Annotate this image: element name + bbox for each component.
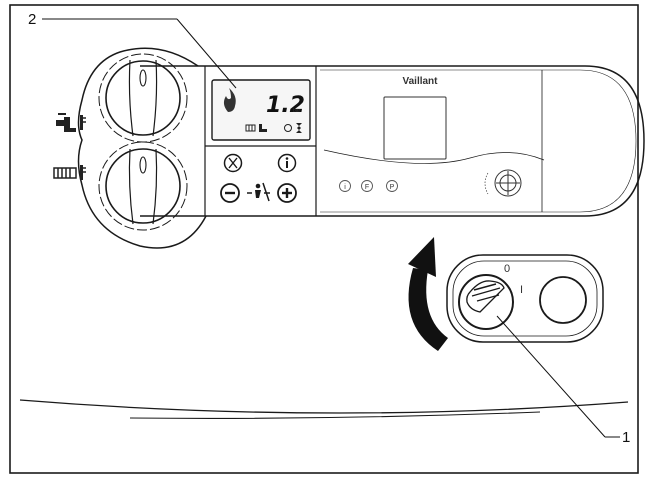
lcd-display: 1.2 bar (211, 79, 311, 141)
minus-button[interactable] (220, 183, 240, 203)
casing-curve-lower (129, 411, 541, 419)
switch-indicator-lamp (539, 276, 587, 324)
switch-mark-off: 0 (504, 263, 510, 275)
pressure-value: 1.2 (266, 93, 305, 118)
frame (9, 4, 639, 474)
decorative-wave-line (323, 149, 545, 164)
hot-water-knob[interactable] (98, 53, 188, 143)
tap-thermometer-icon (56, 113, 86, 132)
reset-button[interactable] (223, 153, 243, 173)
casing-curve-upper (19, 399, 629, 414)
pressure-unit: bar (293, 108, 301, 114)
radiator-thermometer-icon (53, 165, 86, 180)
svg-text:F: F (365, 184, 369, 191)
callout-1: 1 (496, 315, 630, 446)
blank-screen-window (383, 96, 447, 160)
callout-label-1: 1 (622, 429, 630, 446)
brand-logo: Vaillant (402, 76, 438, 87)
chimney-sweep-icon (247, 182, 270, 202)
diagnostic-buttons: i F P (339, 180, 398, 192)
diagnostic-button-i[interactable]: i (339, 180, 351, 192)
svg-text:P: P (390, 184, 395, 191)
main-switch-knob[interactable] (458, 274, 514, 330)
heating-knob[interactable] (98, 141, 188, 231)
svg-text:i: i (344, 184, 346, 191)
diagnostic-button-f[interactable]: F (361, 180, 373, 192)
callout-label-2: 2 (28, 11, 36, 28)
switch-mark-on: I (520, 284, 523, 296)
temperature-dial[interactable] (484, 169, 522, 197)
control-panel (77, 47, 645, 249)
callout-2: 2 (28, 11, 237, 89)
info-button[interactable] (277, 153, 297, 173)
flame-icon (223, 88, 236, 112)
diagnostic-button-p[interactable]: P (386, 180, 398, 192)
rotation-arrow-icon (408, 237, 448, 351)
lcd-status-icons (245, 123, 302, 133)
plus-button[interactable] (277, 183, 297, 203)
